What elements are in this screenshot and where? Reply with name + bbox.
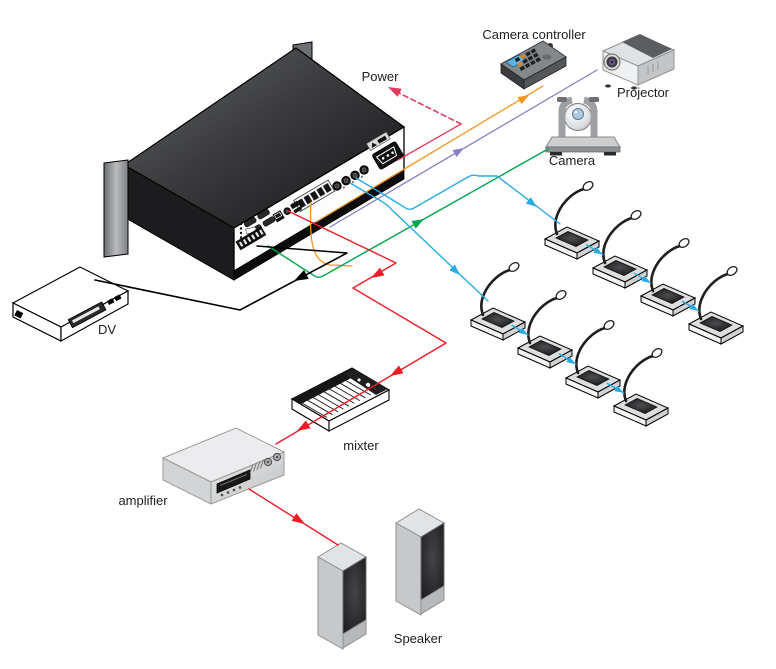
central-control-unit: [103, 41, 406, 281]
mic-capsule: [726, 265, 738, 277]
mic-gooseneck: [623, 354, 655, 403]
mic-unit: [612, 347, 670, 427]
mic-capsule: [508, 261, 520, 273]
camera-controller-device: [500, 40, 567, 90]
mic-capsule: [582, 180, 594, 192]
label-dv: DV: [97, 322, 117, 337]
label-projector: Projector: [616, 85, 670, 100]
dv-buttons: [107, 294, 122, 305]
mic-speaker-grille: [576, 370, 610, 386]
connection-mics-top: [355, 174, 561, 225]
amp-display: [216, 469, 251, 494]
controller-keypad: [514, 48, 541, 71]
label-amplifier: amplifier: [118, 493, 168, 508]
mic-unit: [591, 209, 649, 289]
label-camera: Camera: [548, 153, 596, 168]
mic-speaker-grille: [603, 260, 637, 276]
mic-capsule: [651, 347, 663, 359]
amp-vents: [249, 459, 264, 474]
mic-unit: [687, 265, 745, 345]
mic-unit: [564, 319, 622, 399]
mic-gooseneck: [650, 244, 682, 293]
ptz-camera: [545, 96, 621, 156]
mic-gooseneck: [554, 187, 586, 236]
mic-speaker-grille: [699, 316, 733, 332]
terminal-row-port: [293, 179, 336, 213]
mic-gooseneck: [698, 272, 730, 321]
mic-speaker-grille: [555, 231, 589, 247]
projector-device: [601, 34, 676, 90]
disc-tray: [67, 301, 107, 329]
label-camera-controller: Camera controller: [482, 27, 586, 42]
connection-dv: [94, 245, 348, 311]
mic-gooseneck: [480, 268, 512, 317]
mic-capsule: [678, 237, 690, 249]
terminal-strip-port: [235, 226, 267, 251]
mic-capsule: [603, 319, 615, 331]
xlr-ports: [332, 165, 369, 191]
speaker-left: [317, 542, 367, 650]
power-inlet-port: [372, 141, 404, 170]
mic-unit: [639, 237, 697, 317]
mic-capsule: [630, 209, 642, 221]
connection-camera: [267, 148, 549, 278]
mic-chain-arrows: [511, 243, 700, 394]
amplifier-device: [161, 427, 286, 505]
connection-power: [388, 87, 462, 161]
mic-speaker-grille: [624, 398, 658, 414]
rack-ear-left: [103, 159, 129, 258]
mic-gooseneck: [575, 326, 607, 375]
mic-unit: [543, 180, 601, 260]
camera-lens: [572, 108, 584, 120]
mic-gooseneck: [602, 216, 634, 265]
fuse-label: [366, 131, 391, 151]
mic-unit: [516, 289, 574, 369]
connection-mics-bottom: [349, 182, 489, 302]
mic-capsule: [555, 289, 567, 301]
microphone-array: [469, 180, 745, 427]
mic-speaker-grille: [528, 340, 562, 356]
video-ports: [272, 200, 302, 223]
label-power: Power: [361, 69, 399, 84]
mic-gooseneck: [527, 296, 559, 345]
mic-unit: [469, 261, 527, 341]
speaker-right: [395, 508, 445, 616]
mic-speaker-grille: [481, 312, 515, 328]
label-mixer: mixter: [343, 438, 379, 453]
label-speaker: Speaker: [393, 631, 443, 646]
dv-player: [11, 266, 130, 343]
connection-audio: [248, 210, 447, 546]
connection-projector: [329, 69, 598, 228]
mixer-device: [290, 367, 391, 432]
mic-speaker-grille: [651, 288, 685, 304]
